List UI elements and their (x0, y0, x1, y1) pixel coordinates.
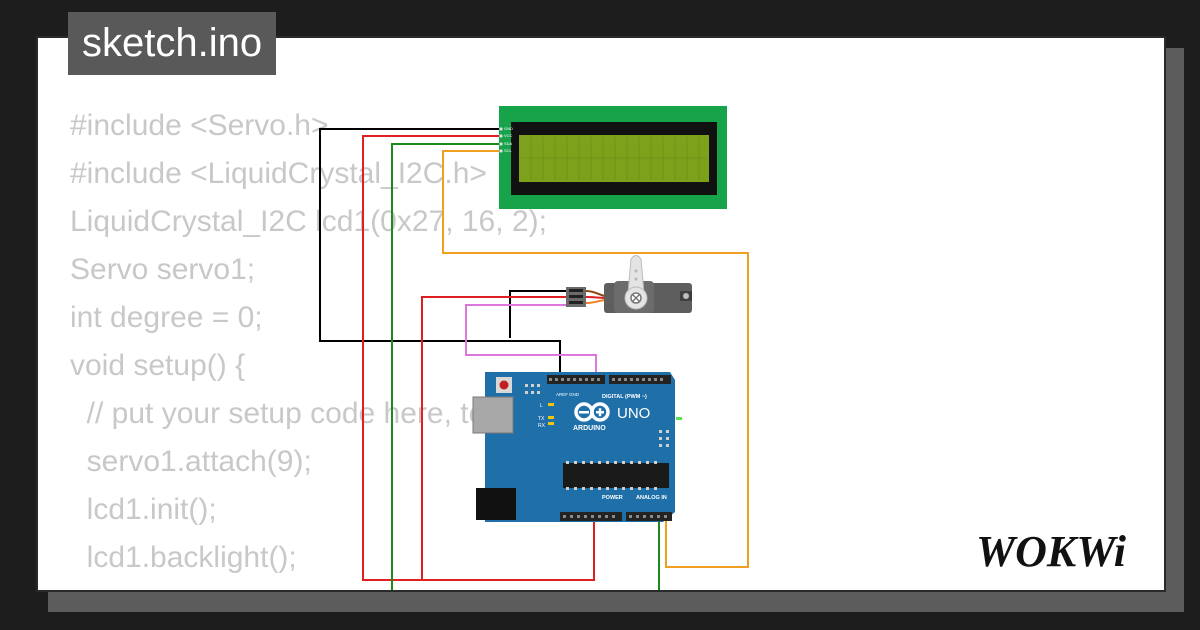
lcd-display[interactable]: GND VCC SDA SCL (499, 106, 727, 209)
lcd-pin-vcc-label: VCC (504, 133, 513, 138)
wire-violet-signal[interactable] (465, 304, 597, 382)
lcd-pin-sda-label: SDA (504, 141, 513, 146)
wokwi-logo-text: WOKWi (976, 527, 1127, 576)
analog-label: ANALOG IN (636, 495, 667, 501)
code-line: } (70, 582, 619, 590)
l-label: L (540, 403, 543, 409)
code-line: lcd1.backlight(); (70, 541, 297, 574)
usb-connector (472, 396, 514, 434)
servo-motor[interactable] (566, 255, 692, 314)
wokwi-logo: WOKWi (976, 527, 1127, 576)
on-label: ON (686, 416, 694, 422)
led-rx (548, 422, 554, 425)
code-line: #include <Servo.h> (70, 109, 329, 142)
wire-black-servo-gnd[interactable] (509, 290, 568, 338)
code-line: Servo servo1; (70, 253, 256, 286)
arduino-uno-board[interactable]: UNO ARDUINO DIGITAL (PWM ~) POWER ANALOG… (472, 372, 694, 522)
analog-header (626, 512, 672, 521)
code-line: #include <LiquidCrystal_I2C.h> (70, 157, 487, 190)
lcd-pin-scl-label: SCL (504, 148, 513, 153)
sketch-title: sketch.ino (68, 12, 277, 75)
code-line: void setup() { (70, 349, 246, 382)
code-line: servo1.attach(9); (70, 445, 312, 478)
digital-label: DIGITAL (PWM ~) (602, 394, 647, 400)
led-l (548, 403, 554, 406)
lcd-pin-gnd-label: GND (504, 126, 513, 131)
tx-label: TX (538, 416, 545, 422)
led-on (676, 417, 682, 420)
wire-red-servo-vcc[interactable] (421, 296, 568, 580)
power-label: POWER (602, 495, 623, 501)
power-jack (476, 488, 516, 520)
aref-label: AREF (556, 392, 568, 397)
arduino-model: UNO (617, 405, 650, 422)
rx-label: RX (538, 423, 546, 429)
arduino-infinity-icon (574, 402, 610, 422)
code-line: int degree = 0; (70, 301, 263, 334)
arduino-brand: ARDUINO (573, 425, 606, 432)
code-line: lcd1.init(); (70, 493, 217, 526)
wire-orange-scl[interactable] (442, 150, 749, 568)
atmega-chip (563, 463, 669, 488)
digital-header-right (609, 375, 671, 384)
wire-green-sda[interactable] (391, 143, 660, 600)
gnd-label: GND (569, 392, 580, 397)
code-line: LiquidCrystal_I2C lcd1(0x27, 16, 2); (70, 205, 547, 238)
wire-red-vcc[interactable] (362, 135, 595, 581)
led-tx (548, 416, 554, 419)
reset-button-knob[interactable] (499, 380, 509, 390)
